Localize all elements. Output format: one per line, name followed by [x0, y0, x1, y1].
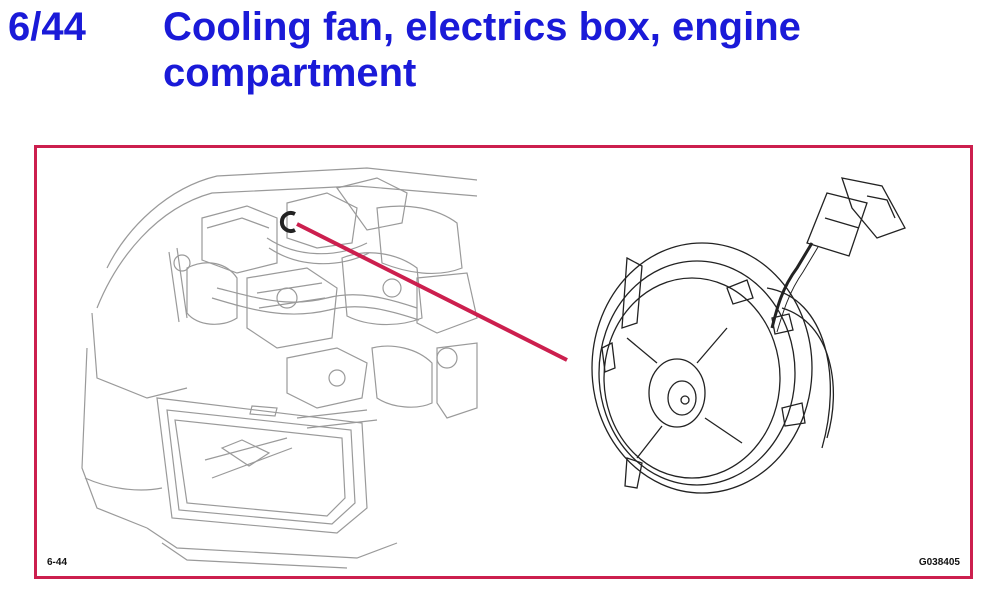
cooling-fan-drawing [591, 177, 906, 494]
figure-label-left: 6-44 [47, 557, 68, 568]
figure-illustration [81, 167, 906, 569]
location-marker-icon [279, 211, 296, 233]
engine-compartment-drawing [81, 167, 478, 569]
figure-code: G038405 [918, 557, 960, 568]
figure-frame: 6-44 G038405 [34, 145, 973, 579]
header: 6/44 Cooling fan, electrics box, engine … [0, 0, 989, 110]
pointer-line [296, 222, 568, 362]
page-number: 6/44 [8, 5, 86, 49]
page-title: Cooling fan, electrics box, engine compa… [163, 5, 801, 95]
